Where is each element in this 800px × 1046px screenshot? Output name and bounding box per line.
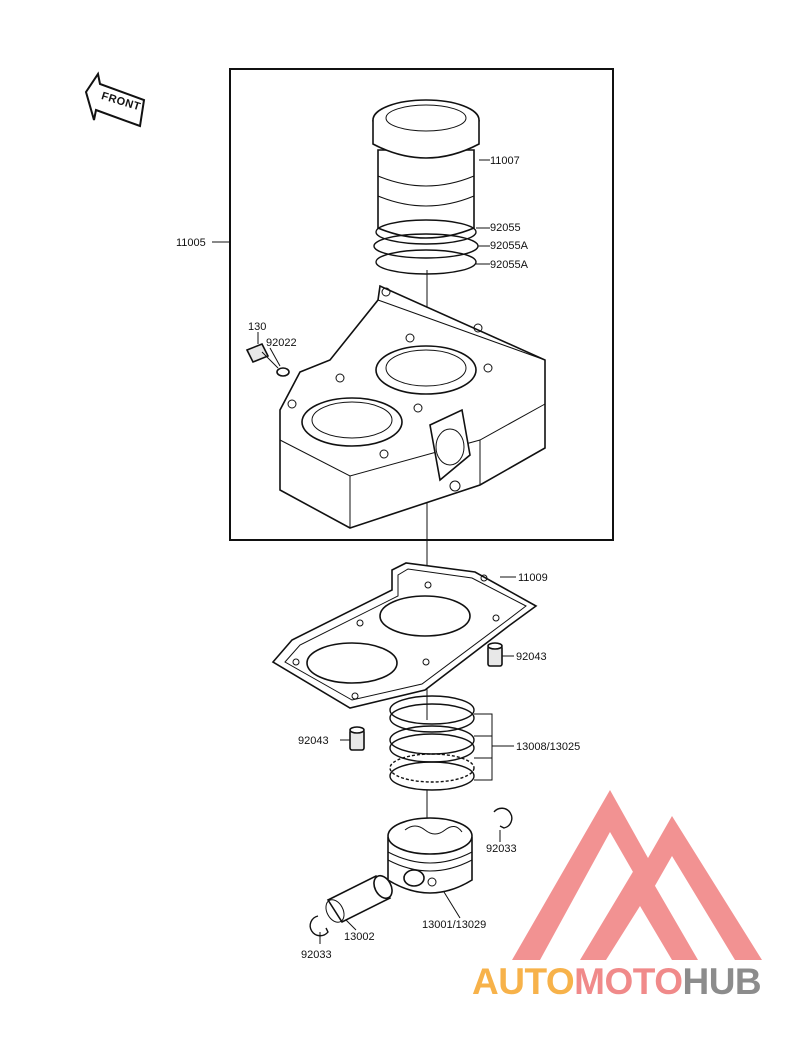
cylinder-block <box>279 284 546 529</box>
washer <box>276 367 290 377</box>
label-assembly: 11005 <box>176 237 206 249</box>
watermark-part1: AUTO <box>472 961 574 1002</box>
label-ring-2: 92055A <box>490 240 529 252</box>
label-dowel-left: 92043 <box>298 735 329 747</box>
bolt <box>245 342 279 369</box>
label-piston-rings: 13008/13025 <box>516 741 580 753</box>
piston-pin <box>325 874 393 924</box>
circlip-right <box>493 807 513 829</box>
label-circlip-right: 92033 <box>486 843 517 855</box>
label-ring-1: 92055 <box>490 222 521 234</box>
watermark-part3: HUB <box>682 961 761 1002</box>
piston-ring-stack-upper <box>373 219 479 275</box>
dowel-pin-right <box>487 642 503 667</box>
watermark-part2: MOTO <box>574 961 682 1002</box>
watermark-text: AUTOMOTOHUB <box>472 961 761 1002</box>
circlip-left <box>309 915 329 937</box>
label-gasket: 11009 <box>518 572 548 584</box>
piston-ring-set <box>389 695 475 791</box>
cylinder-base-gasket <box>271 562 538 709</box>
cylinder-liner <box>372 99 480 239</box>
label-piston: 13001/13029 <box>422 919 486 931</box>
watermark-logo-icon <box>512 790 762 960</box>
label-ring-3: 92055A <box>490 259 529 271</box>
label-piston-pin: 13002 <box>344 931 375 943</box>
dowel-pin-left <box>349 726 365 751</box>
label-washer: 92022 <box>266 337 297 349</box>
front-arrow-icon: FRONT <box>84 71 146 128</box>
label-dowel-right: 92043 <box>516 651 547 663</box>
label-bolt: 130 <box>248 321 266 333</box>
piston <box>387 817 473 894</box>
label-circlip-left: 92033 <box>301 949 332 961</box>
assembly-frame <box>229 68 614 541</box>
label-liner: 11007 <box>490 155 520 167</box>
